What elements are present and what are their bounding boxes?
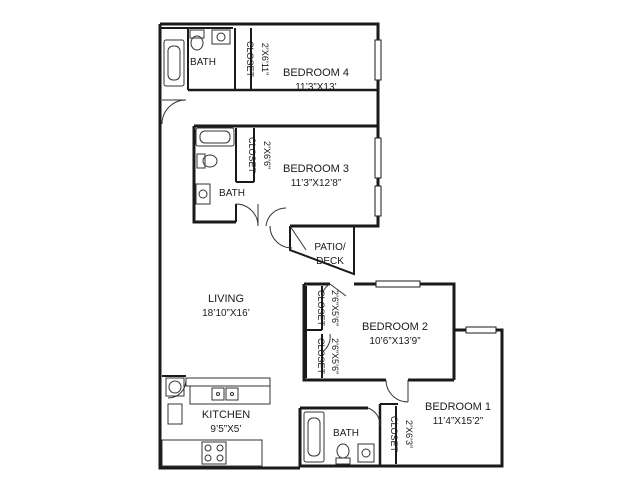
closet2b-label: CLOSET bbox=[316, 338, 326, 375]
toilet-tank-icon bbox=[189, 29, 205, 39]
toilet-tank-icon bbox=[335, 457, 351, 465]
kitchen-fixtures bbox=[161, 377, 271, 467]
kitchen-dim: 9’5”X5’ bbox=[210, 424, 241, 435]
bath-mid-fixtures bbox=[195, 127, 235, 205]
pantry-icon bbox=[167, 403, 183, 425]
refrigerator-icon bbox=[165, 377, 185, 397]
patio-label-2: DECK bbox=[316, 256, 344, 267]
closet4-label: CLOSET bbox=[245, 41, 255, 78]
living-dim: 18’10”X16’ bbox=[202, 308, 250, 319]
closet2a-label: CLOSET bbox=[316, 290, 326, 327]
sink-icon bbox=[357, 443, 375, 463]
bathtub-icon bbox=[303, 411, 325, 463]
toilet-icon bbox=[336, 443, 350, 459]
closet3-dim: 2’X6’6” bbox=[262, 141, 272, 169]
bath-bottom-fixtures bbox=[303, 411, 375, 465]
closet4-dim: 2’X6’11” bbox=[260, 43, 270, 75]
sink-icon bbox=[211, 29, 231, 45]
sink-icon bbox=[211, 387, 225, 401]
kitchen-name: KITCHEN bbox=[202, 409, 250, 421]
bedroom4-dim: 11’3”X13’ bbox=[295, 82, 337, 93]
bedroom1-name: BEDROOM 1 bbox=[425, 401, 491, 413]
toilet-icon bbox=[202, 154, 218, 168]
room-labels: BEDROOM 4 11’3”X13’ BEDROOM 3 11’3”X12’8… bbox=[190, 57, 491, 439]
counter-icon bbox=[185, 377, 271, 387]
closet-labels: CLOSET 2’X6’11” CLOSET 2’X6’6” CLOSET 2’… bbox=[245, 41, 414, 453]
bath-top-fixtures bbox=[163, 29, 231, 87]
sink-icon bbox=[195, 183, 211, 205]
closet1-label: CLOSET bbox=[389, 416, 399, 453]
bathtub-icon bbox=[195, 127, 235, 147]
stove-icon bbox=[201, 441, 227, 465]
bedroom3-dim: 11’3”X12’8” bbox=[291, 178, 341, 189]
bedroom2-name: BEDROOM 2 bbox=[362, 321, 428, 333]
bath-top-label: BATH bbox=[190, 57, 216, 68]
windows bbox=[374, 39, 497, 334]
bedroom1-dim: 11’4”X15’2” bbox=[433, 416, 483, 427]
living-name: LIVING bbox=[208, 293, 244, 305]
door-swings bbox=[161, 99, 409, 427]
closet3-label: CLOSET bbox=[247, 137, 257, 174]
bath-mid-label: BATH bbox=[219, 188, 245, 199]
bedroom3-name: BEDROOM 3 bbox=[283, 163, 349, 175]
toilet-icon bbox=[190, 35, 204, 51]
counter-lower-icon bbox=[161, 439, 263, 467]
toilet-tank-icon bbox=[196, 153, 206, 169]
partitions bbox=[160, 27, 398, 464]
bedroom2-dim: 10’6”X13’9” bbox=[369, 336, 420, 347]
bathtub-icon bbox=[163, 39, 185, 87]
patio-label-1: PATIO/ bbox=[314, 242, 346, 253]
bedroom4-name: BEDROOM 4 bbox=[283, 67, 349, 79]
closet2b-dim: 2’6”X5’6” bbox=[330, 338, 340, 374]
closet2a-dim: 2’6”X5’6” bbox=[330, 290, 340, 326]
bath-bottom-label: BATH bbox=[333, 428, 359, 439]
closet1-dim: 2’X6’3” bbox=[404, 420, 414, 448]
